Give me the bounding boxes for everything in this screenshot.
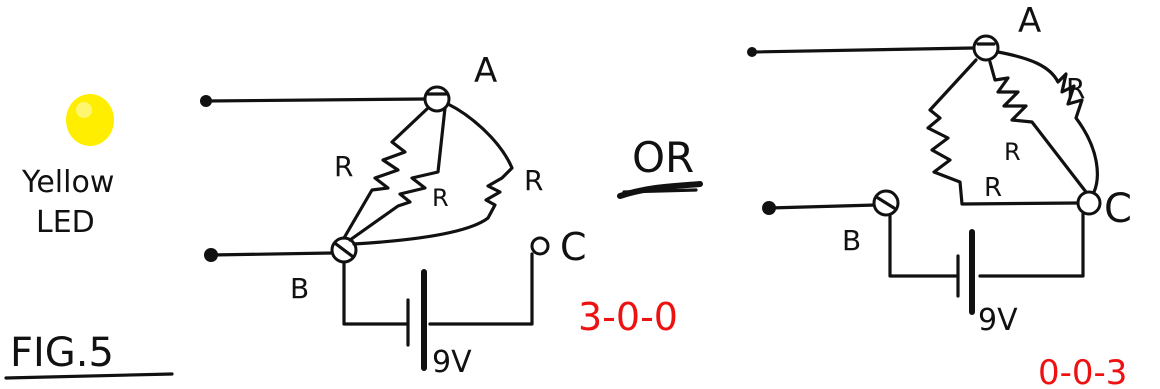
circuit1-resistor-label-1: R xyxy=(334,150,353,183)
circuit1-label-b: B xyxy=(290,272,309,305)
figure-underline xyxy=(4,372,174,380)
circuit1-label-c: C xyxy=(560,225,587,269)
node-a2 xyxy=(972,34,1000,62)
circuit2-label-a: A xyxy=(1018,1,1041,41)
wire-lead-a xyxy=(204,97,427,103)
node-c xyxy=(530,236,550,256)
circuit-1 xyxy=(200,85,550,371)
circuit1-resistor-label-3: R xyxy=(524,164,543,197)
circuit1-code: 3-0-0 xyxy=(578,295,678,339)
resistor-1 xyxy=(342,106,430,240)
circuit2-resistor-label-2: R xyxy=(1004,138,1021,166)
circuit2-label-c: C xyxy=(1104,186,1132,232)
circuit2-resistor-label-3: R xyxy=(1066,72,1085,105)
yellow-led xyxy=(66,94,114,146)
circuit-2 xyxy=(747,34,1102,315)
wire-b-battery2 xyxy=(888,213,960,278)
wire-lead-b xyxy=(209,251,334,257)
wire-lead-a2 xyxy=(750,46,976,54)
circuit2-code: 0-0-3 xyxy=(1038,353,1127,389)
circuit1-battery-label: 9V xyxy=(432,345,472,380)
resistor-3 xyxy=(352,102,514,246)
wire-battery-c2 xyxy=(978,212,1085,278)
circuit2-resistor-label-1: R xyxy=(984,173,1002,203)
resistor-2-3 xyxy=(996,50,1099,194)
circuit1-resistor-label-2: R xyxy=(432,184,449,212)
resistor-2 xyxy=(348,106,447,242)
circuit2-battery-label: 9V xyxy=(978,303,1018,338)
wire-b-battery xyxy=(342,260,410,326)
circuit2-label-b: B xyxy=(842,224,861,257)
wire-lead-b2 xyxy=(767,203,878,210)
or-label: OR xyxy=(632,133,694,182)
led-label-line1: Yellow xyxy=(21,165,114,200)
wire-battery-c xyxy=(428,252,534,326)
figure-label: FIG.5 xyxy=(10,330,114,376)
resistor-2-2 xyxy=(988,60,1088,194)
led-label-line2: LED xyxy=(36,205,95,240)
node-c2 xyxy=(1076,190,1102,216)
circuit1-label-a: A xyxy=(474,51,497,91)
resistor-2-1 xyxy=(926,58,1080,206)
